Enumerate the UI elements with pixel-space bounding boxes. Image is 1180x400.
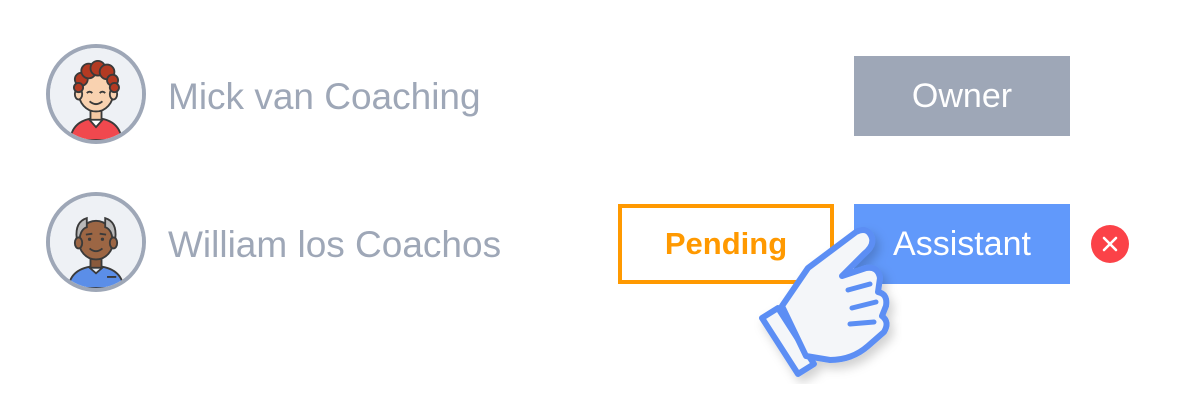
member-name: William los Coachos: [168, 224, 502, 265]
role-assistant-button[interactable]: Assistant: [854, 204, 1070, 284]
close-icon: [1102, 236, 1118, 252]
member-avatar-william: [46, 192, 146, 292]
avatar-curly-hair-icon: [50, 48, 142, 140]
role-owner-button[interactable]: Owner: [854, 56, 1070, 136]
pending-status-badge: Pending: [618, 204, 834, 284]
avatar-gray-hair-icon: [50, 196, 142, 288]
member-name: Mick van Coaching: [168, 76, 481, 117]
member-avatar-mick: [46, 44, 146, 144]
remove-member-button[interactable]: [1091, 225, 1129, 263]
